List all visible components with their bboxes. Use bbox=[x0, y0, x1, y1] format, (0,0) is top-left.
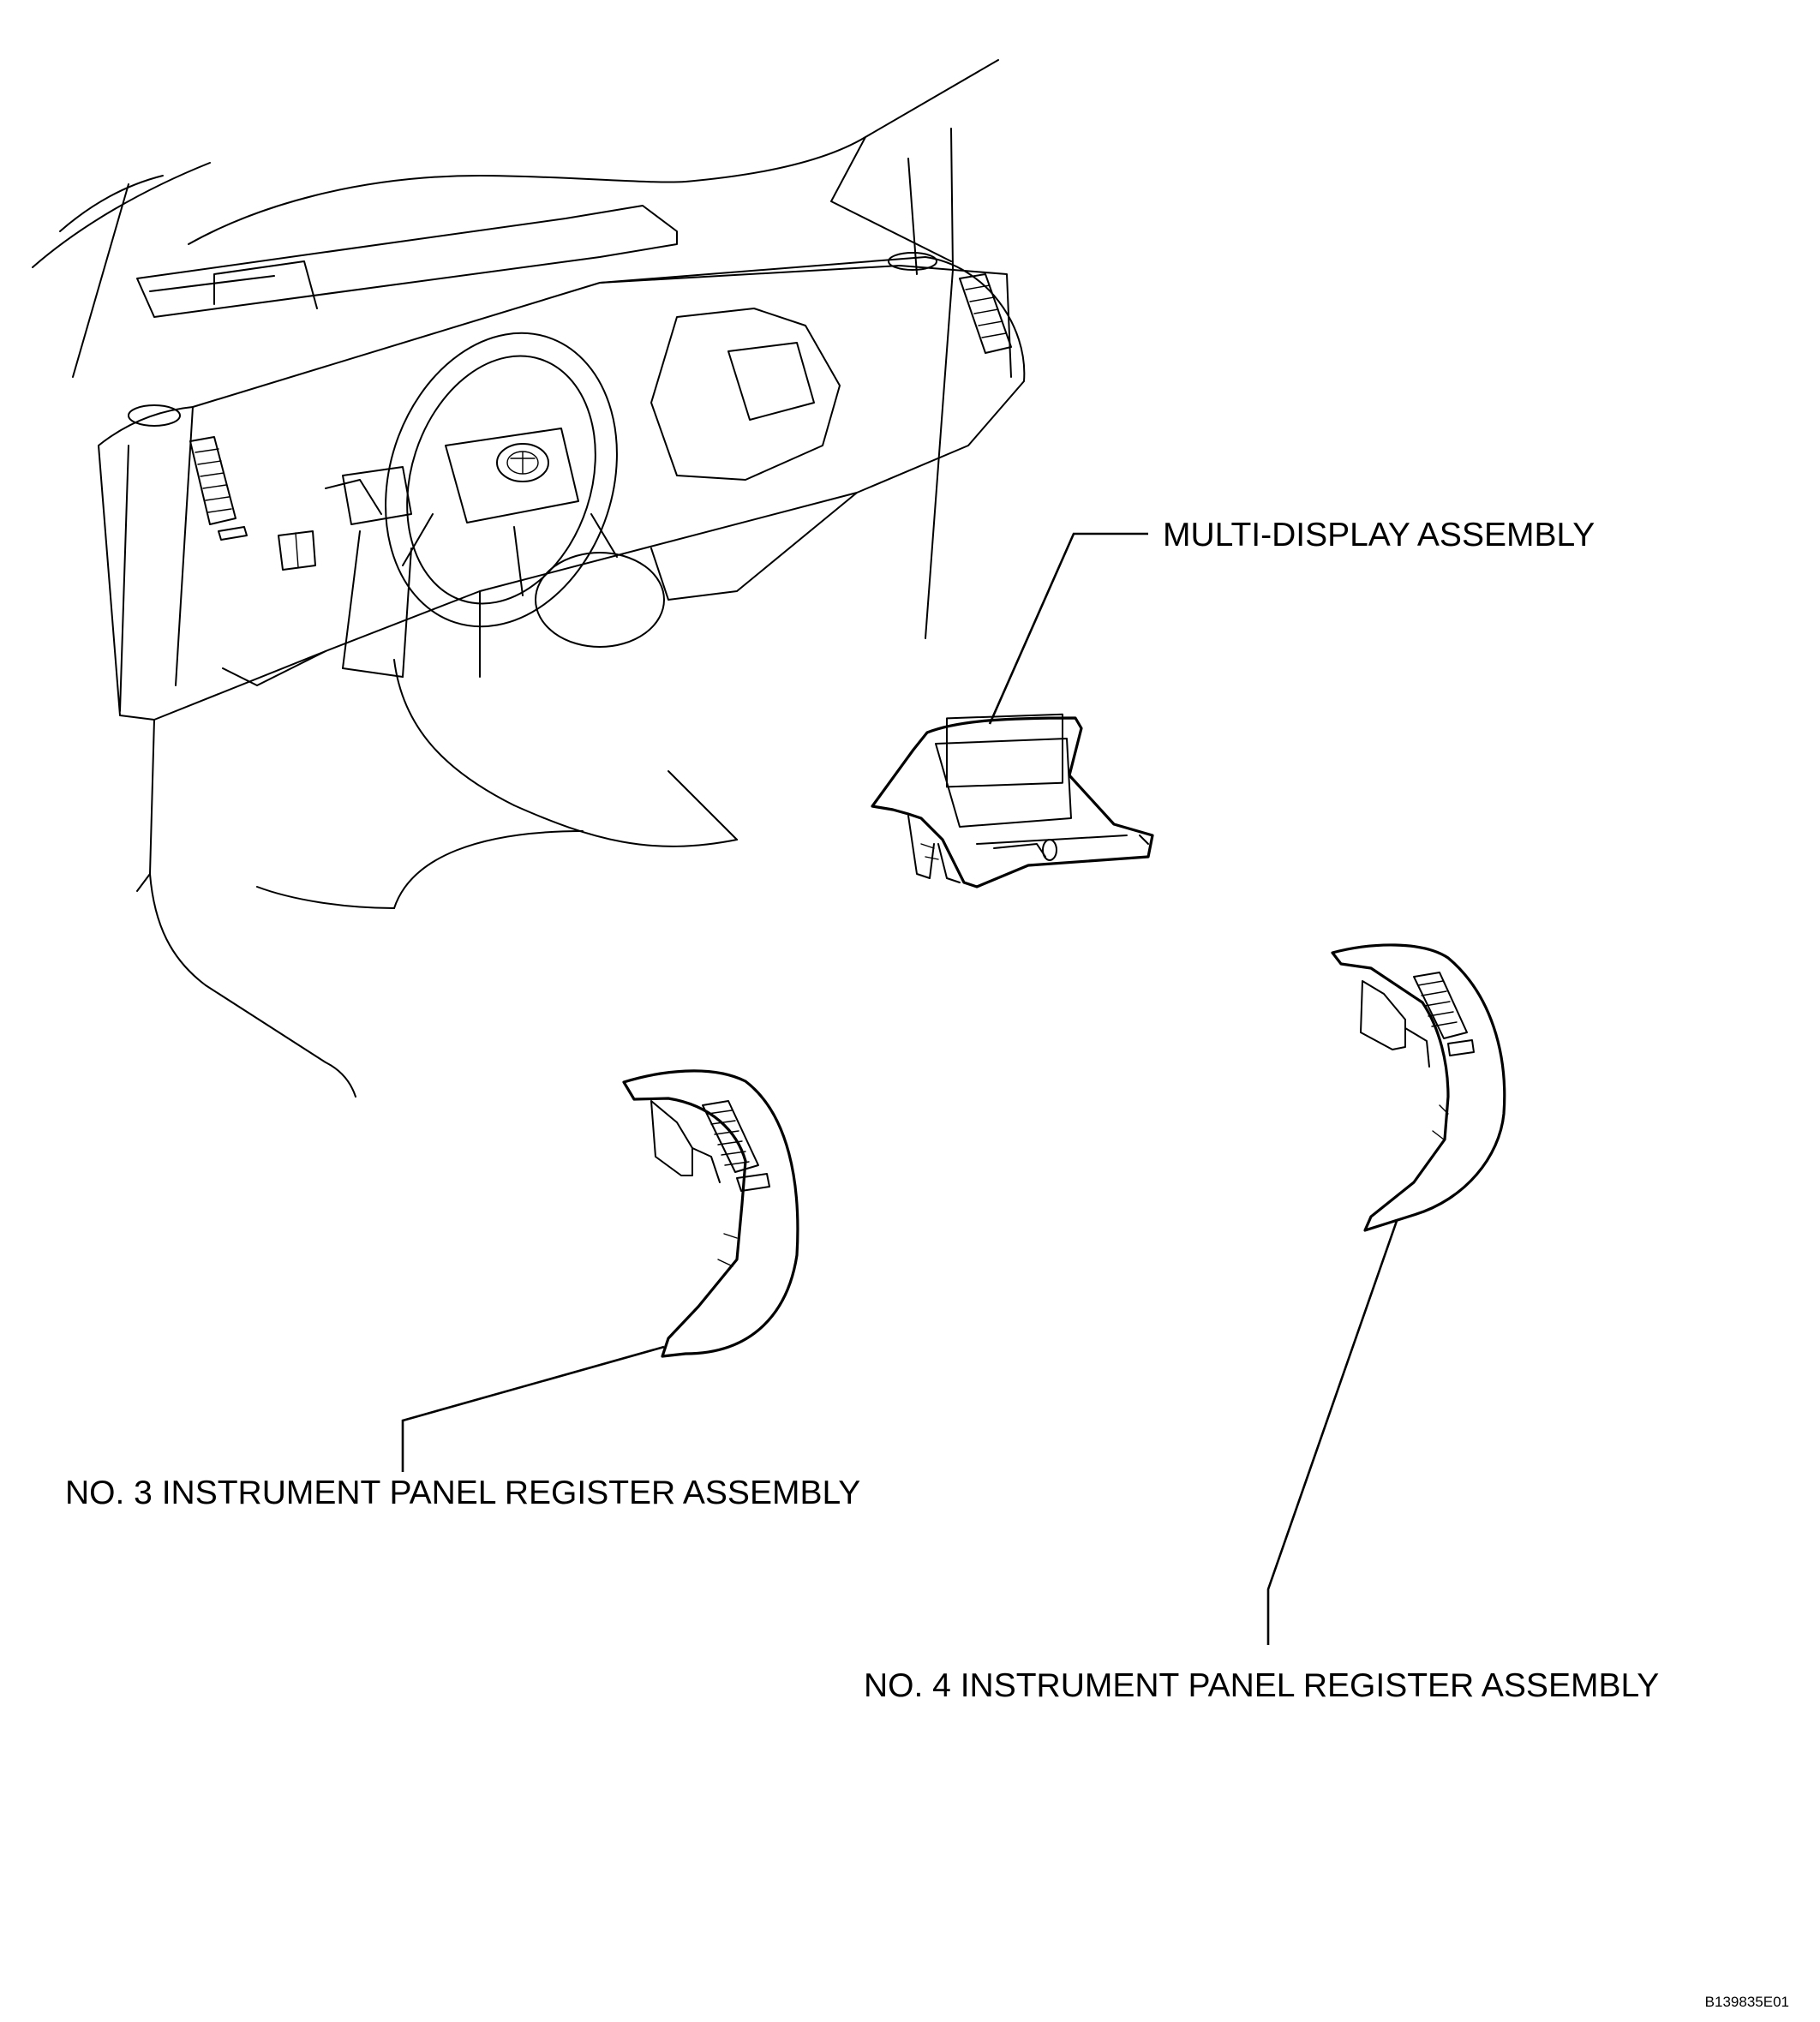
no4-register-drawing bbox=[1331, 943, 1506, 1232]
multi-display-assembly-label: MULTI-DISPLAY ASSEMBLY bbox=[1163, 517, 1595, 553]
no4-register-assembly-label: NO. 4 INSTRUMENT PANEL REGISTER ASSEMBLY bbox=[864, 1667, 1659, 1704]
leader-lines bbox=[401, 532, 1398, 1645]
leader-no4-register bbox=[1266, 1220, 1398, 1645]
leader-no3-register bbox=[401, 1345, 665, 1472]
leader-multi-display bbox=[988, 532, 1148, 725]
multi-display-assembly-drawing bbox=[871, 713, 1154, 888]
no3-register-drawing bbox=[622, 1069, 799, 1358]
vehicle-interior-drawing bbox=[32, 59, 1026, 1098]
no3-register-assembly-label: NO. 3 INSTRUMENT PANEL REGISTER ASSEMBLY bbox=[65, 1475, 860, 1511]
figure-id: B139835E01 bbox=[1705, 1994, 1789, 2010]
